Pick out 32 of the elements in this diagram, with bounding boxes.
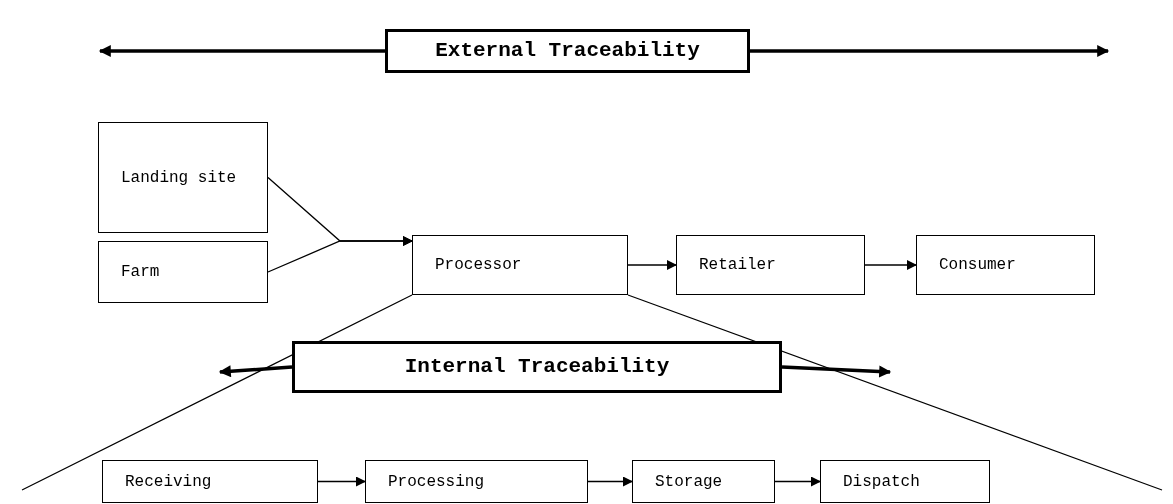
arrow [864, 260, 917, 270]
arrow [750, 45, 1110, 57]
box-label: Storage [655, 471, 724, 493]
box-label: Landing site [121, 167, 238, 189]
process-box [98, 122, 268, 233]
arrow [317, 476, 366, 487]
box-label: Consumer [939, 255, 1017, 276]
arrow [627, 260, 677, 270]
box-label: Processing [388, 471, 485, 493]
box-label: Retailer [699, 255, 777, 276]
process-box [820, 460, 990, 503]
box-label: External Traceability [435, 38, 700, 65]
process-box [102, 460, 318, 503]
arrow [98, 45, 385, 57]
arrow [218, 365, 293, 378]
box-label: Processor [435, 255, 523, 276]
title-box [385, 29, 750, 73]
arrow [781, 365, 892, 378]
title-box [292, 341, 782, 393]
process-box [98, 241, 268, 303]
process-box [365, 460, 588, 503]
box-label: Internal Traceability [404, 354, 670, 381]
arrow [774, 476, 821, 487]
process-box [632, 460, 775, 503]
process-box [916, 235, 1095, 295]
box-label: Farm [121, 262, 161, 283]
arrow [267, 236, 413, 273]
arrow [587, 476, 633, 487]
box-label: Receiving [125, 471, 213, 493]
process-box [412, 235, 628, 295]
process-box [676, 235, 865, 295]
box-label: Dispatch [843, 471, 921, 493]
